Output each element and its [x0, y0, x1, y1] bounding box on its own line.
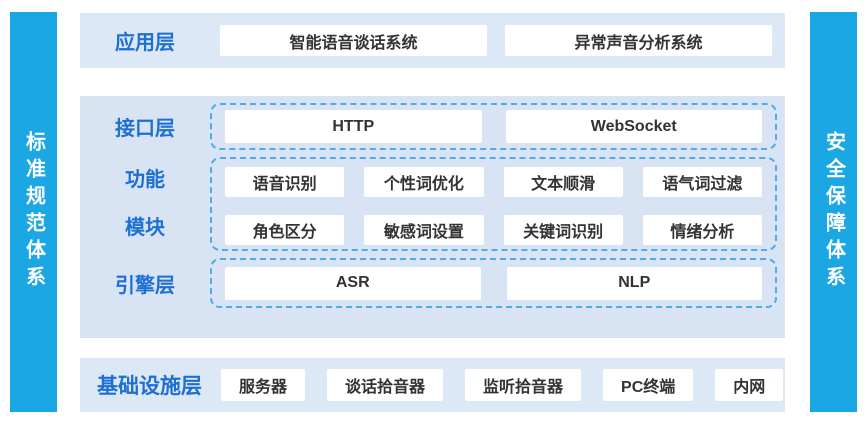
layer-stack: 应用层 智能语音谈话系统 异常声音分析系统 接口层 HTTP WebSocket… — [80, 0, 785, 412]
interface-item-box: WebSocket — [505, 110, 762, 143]
infrastructure-item-box: 服务器 — [221, 369, 306, 401]
infrastructure-items: 服务器 谈话拾音器 监听拾音器 PC终端 内网 — [216, 369, 784, 401]
function-item-box: 关键词识别 — [503, 215, 623, 245]
function-module-row: 功能 模块 语音识别 个性词优化 文本顺滑 语气词过滤 角色区分 敏感词设置 关… — [80, 157, 777, 251]
function-item-box: 语音识别 — [225, 167, 345, 197]
application-layer-label: 应用层 — [115, 32, 175, 54]
left-pillar: 标准规范体系 — [10, 12, 57, 412]
function-item-box: 情绪分析 — [642, 215, 762, 245]
engine-layer-label: 引擎层 — [115, 274, 175, 297]
interface-layer-group: HTTP WebSocket — [210, 103, 777, 150]
function-item-box: 语气词过滤 — [642, 167, 762, 197]
interface-item-box: HTTP — [225, 110, 482, 143]
application-layer-band: 应用层 智能语音谈话系统 异常声音分析系统 — [80, 13, 785, 68]
engine-layer-group: ASR NLP — [210, 258, 777, 308]
function-module-group: 语音识别 个性词优化 文本顺滑 语气词过滤 角色区分 敏感词设置 关键词识别 情… — [210, 157, 777, 251]
function-item-box: 敏感词设置 — [364, 215, 484, 245]
right-pillar-label: 安全保障体系 — [822, 131, 845, 293]
left-pillar-label: 标准规范体系 — [22, 131, 45, 293]
interface-layer-row: 接口层 HTTP WebSocket — [80, 103, 777, 150]
interface-layer-label: 接口层 — [115, 118, 175, 140]
function-module-label-line: 模块 — [125, 217, 165, 239]
function-module-row-2: 角色区分 敏感词设置 关键词识别 情绪分析 — [225, 215, 762, 245]
right-pillar: 安全保障体系 — [810, 12, 857, 412]
application-items: 智能语音谈话系统 异常声音分析系统 — [210, 25, 785, 56]
application-item-box: 异常声音分析系统 — [505, 25, 772, 56]
engine-item-box: NLP — [506, 266, 762, 300]
engine-item-box: ASR — [225, 266, 481, 300]
infrastructure-item-box: 监听拾音器 — [465, 369, 582, 401]
function-module-label-line: 功能 — [125, 169, 165, 191]
function-item-box: 个性词优化 — [364, 167, 484, 197]
function-item-box: 文本顺滑 — [503, 167, 623, 197]
application-item-box: 智能语音谈话系统 — [220, 25, 487, 56]
infrastructure-item-box: 内网 — [715, 369, 784, 401]
middle-layers-band: 接口层 HTTP WebSocket 功能 模块 语音识别 个性词优化 文本顺滑 — [80, 96, 785, 338]
infrastructure-item-box: PC终端 — [603, 369, 694, 401]
function-item-box: 角色区分 — [225, 215, 345, 245]
infrastructure-layer-band: 基础设施层 服务器 谈话拾音器 监听拾音器 PC终端 内网 — [80, 358, 785, 412]
infrastructure-layer-label: 基础设施层 — [97, 375, 202, 398]
engine-layer-row: 引擎层 ASR NLP — [80, 258, 777, 308]
function-module-row-1: 语音识别 个性词优化 文本顺滑 语气词过滤 — [225, 167, 762, 197]
function-module-label: 功能 模块 — [80, 157, 210, 251]
infrastructure-item-box: 谈话拾音器 — [327, 369, 444, 401]
